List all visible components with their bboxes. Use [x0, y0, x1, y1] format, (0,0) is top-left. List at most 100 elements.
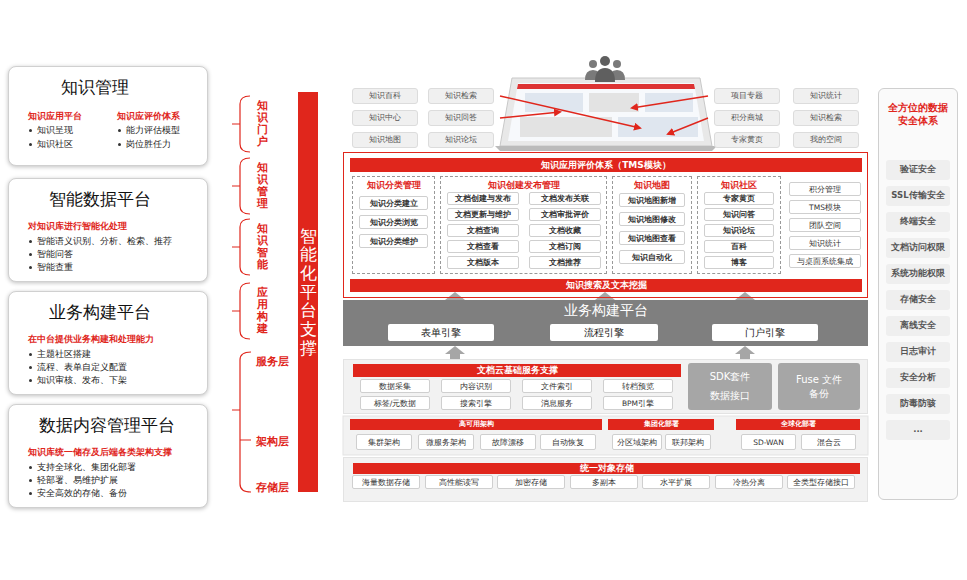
layer-label-vertical: 知识门户 [257, 100, 268, 148]
node-text: 知识自动化 [632, 253, 672, 262]
platform-card: 业务构建平台在中台提供业务构建和处理能力主题社区搭建流程、表单自定义配置知识审核… [8, 291, 208, 395]
brackets [232, 96, 251, 492]
node-text: BPM引擎 [622, 399, 654, 408]
portal-tag: 积分商城 [714, 110, 780, 126]
bullet-dot [29, 366, 32, 369]
node-text: Fuse 文件备份 [795, 373, 843, 401]
category-box: 知识创建发布管理文档创建与发布文档发布关联文档更新与维护文档审批评价文档查询文档… [440, 176, 607, 274]
bullet-dot [29, 253, 32, 256]
node-text: 文档更新与维护 [455, 210, 511, 219]
node-text: 联邦架构 [672, 438, 704, 447]
node-text: 文档发布关联 [541, 194, 589, 203]
function-item: 博客 [704, 256, 774, 269]
node-text: 知识百科 [369, 91, 401, 101]
portal-tag: 知识地图 [352, 132, 418, 148]
node-text: 内容识别 [460, 382, 492, 391]
node-text: 安全高效的存储、备份 [37, 488, 127, 498]
function-item: 数据采集 [360, 379, 430, 393]
function-item: 团队空间 [789, 218, 861, 232]
portal-tag: 我的空间 [793, 132, 859, 148]
up-arrow [445, 346, 465, 359]
node-text: 文档推荐 [549, 258, 581, 267]
node-text: 主题社区搭建 [37, 349, 91, 359]
node-text: 终端安全 [887, 216, 949, 227]
node-text: 支持全球化、集团化部署 [37, 462, 136, 472]
function-item: 文档更新与维护 [447, 208, 519, 221]
category-box: 知识社区专家黄页知识问答知识论坛百科博客 [697, 176, 781, 274]
portal-tag: 项目专题 [714, 88, 780, 104]
node-text: 流程引擎 [584, 327, 624, 339]
node-text: SDK套件 [710, 371, 751, 383]
function-item: 高性能读写 [425, 475, 493, 489]
function-item: 知识分类浏览 [359, 215, 428, 229]
node-text: 流程、表单自定义配置 [37, 362, 127, 372]
function-item: 微服务架构 [418, 434, 474, 450]
portal-tag: 知识论坛 [428, 132, 494, 148]
node-text: 在中台提供业务构建和处理能力 [28, 334, 154, 345]
function-item: 冷热分离 [715, 475, 783, 489]
layer-label-vertical: 知识智能 [257, 223, 268, 271]
node-text: 集团化部署 [608, 419, 714, 430]
node-text: 文档版本 [467, 258, 499, 267]
node-text: 离线安全 [887, 320, 949, 331]
red-bar: 知识搜索及文本挖掘 [350, 279, 862, 292]
function-item: 文档版本 [447, 256, 519, 269]
function-item: 自动恢复 [540, 434, 596, 450]
screen-header [517, 84, 695, 89]
person-head [613, 60, 621, 68]
node-text: 知识分类浏览 [370, 218, 418, 227]
platform-card: 知识管理知识应用平台知识呈现知识社区知识应评价体系能力评估模型岗位胜任力 [8, 66, 208, 166]
function-item: 与桌面系统集成 [789, 254, 861, 268]
node-text: 知识审核、发布、下架 [37, 375, 127, 385]
node-text: 我的空间 [810, 135, 842, 145]
monitor [500, 78, 712, 146]
node-text: 存储安全 [887, 294, 949, 305]
function-item: 故障漂移 [480, 434, 536, 450]
up-arrow [445, 292, 465, 300]
function-item: 知识地图新增 [619, 193, 685, 207]
function-item: 转档预览 [603, 379, 673, 393]
bracket [232, 283, 250, 339]
bullet-dot [29, 240, 32, 243]
function-item: 消息服务 [522, 396, 592, 410]
security-item: 存储安全 [886, 290, 950, 310]
platform-band: 业务构建平台表单引擎流程引擎门户引擎 [343, 300, 868, 346]
node-text: 知识统计 [809, 239, 841, 248]
node-text: 水平扩展 [660, 478, 692, 487]
layer-label: 存储层 [256, 480, 289, 495]
function-item: SD-WAN [741, 434, 796, 450]
node-text: 知识地图修改 [628, 215, 676, 224]
screen-illustration [495, 56, 717, 151]
layer-label: 架构层 [256, 434, 289, 449]
security-item: 日志审计 [886, 342, 950, 362]
node-text: 知识地图 [634, 180, 670, 191]
node-text: 微服务架构 [426, 438, 466, 447]
node-text: 防毒防骇 [887, 398, 949, 409]
deploy-group: 高可用架构集群架构微服务架构故障漂移自动恢复 [350, 419, 602, 453]
person-head [589, 60, 597, 68]
person-body [595, 68, 615, 82]
node-text: 智能化平台支撑 [300, 227, 317, 358]
node-text: 知识管理 [61, 77, 129, 97]
node-text: 表单引擎 [421, 327, 461, 339]
node-text: 混合云 [817, 438, 841, 447]
bullet-dot [118, 143, 121, 146]
function-item: 知识分类建立 [359, 196, 428, 210]
node-text: 门户引擎 [745, 327, 785, 339]
security-item: 终端安全 [886, 212, 950, 232]
node-text: 自动恢复 [552, 438, 584, 447]
function-item: 标签/元数据 [360, 396, 430, 410]
node-text: 知识地图新增 [628, 196, 676, 205]
red-arrow [668, 118, 708, 134]
node-text: 岗位胜任力 [126, 139, 171, 149]
architecture-panel [343, 416, 868, 455]
node-text: 知识地图 [369, 135, 401, 145]
node-text: 知识应用平台 [28, 111, 82, 122]
node-text: 文档访问权限 [887, 242, 949, 253]
function-item: 文档推荐 [529, 256, 601, 269]
function-item: 文档订阅 [529, 240, 601, 253]
function-item: 知识论坛 [704, 224, 774, 237]
people-icon [585, 56, 625, 82]
node-text: TMS模块 [809, 203, 841, 212]
